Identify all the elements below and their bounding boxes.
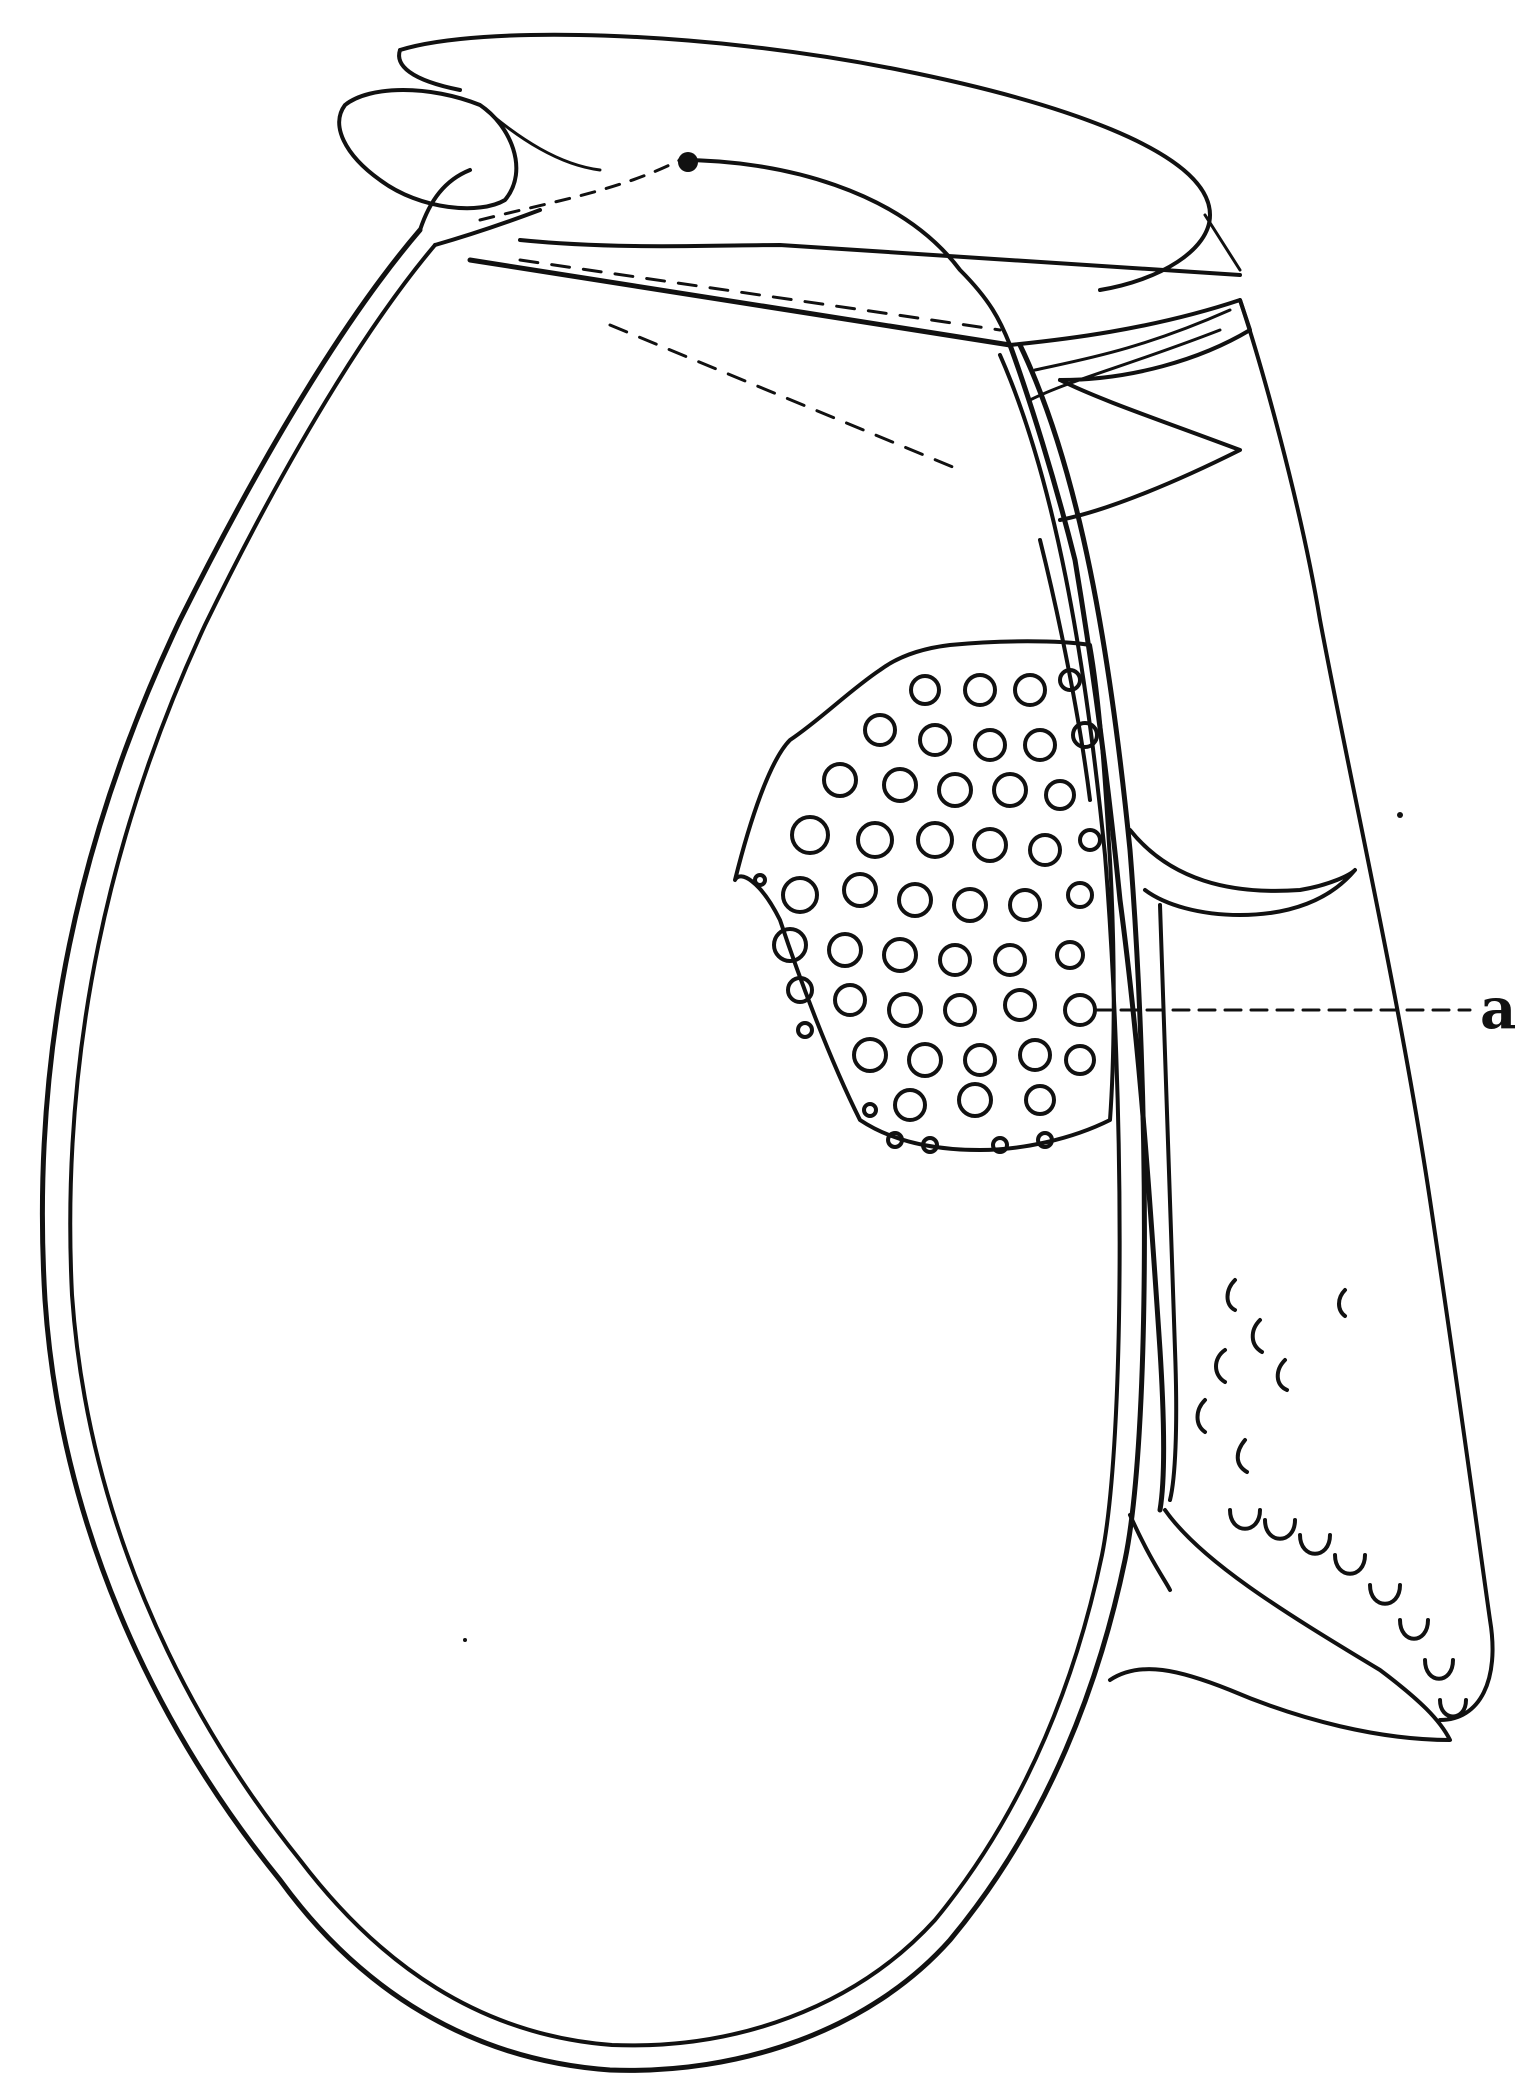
pore-circle	[965, 675, 995, 705]
pore-circle	[783, 878, 817, 912]
pore-circle	[959, 1084, 991, 1116]
pore-circle	[1010, 890, 1040, 920]
pore-circle	[995, 945, 1025, 975]
pore-circle	[994, 774, 1026, 806]
pore-circle	[884, 769, 916, 801]
pore-circle	[858, 823, 892, 857]
pore-circle	[920, 725, 950, 755]
left-cap-lobe	[339, 90, 600, 208]
speck	[463, 1638, 467, 1642]
pore-circles	[755, 670, 1100, 1152]
pore-circle	[954, 889, 986, 921]
pore-circle	[1073, 723, 1097, 747]
pore-circle	[1015, 675, 1045, 705]
pore-circle	[895, 1090, 925, 1120]
pore-circle	[844, 874, 876, 906]
pore-circle	[940, 945, 970, 975]
pore-circle	[1057, 942, 1083, 968]
rim-lines	[470, 152, 1240, 470]
pore-circle	[939, 774, 971, 806]
apical-cap	[399, 35, 1240, 290]
pore-circle	[835, 985, 865, 1015]
pore-circle	[755, 875, 765, 885]
pore-circle	[1046, 781, 1074, 809]
main-body	[42, 170, 1144, 2070]
pore-patch	[735, 641, 1114, 1150]
pore-circle	[854, 1039, 886, 1071]
pore-circle	[1068, 883, 1092, 907]
pore-circle	[889, 994, 921, 1026]
pore-circle	[1005, 990, 1035, 1020]
pore-circle	[974, 829, 1006, 861]
pore-circle	[1030, 835, 1060, 865]
pore-circle	[975, 730, 1005, 760]
pore-circle	[909, 1044, 941, 1076]
label-a: a	[1480, 976, 1516, 1042]
pore-circle	[829, 934, 861, 966]
fringe-region	[1110, 1280, 1466, 1740]
flange-spine	[1130, 830, 1355, 915]
pore-circle	[918, 823, 952, 857]
flange-inner-wall	[1010, 345, 1176, 1510]
pore-circle	[884, 939, 916, 971]
pore-circle	[945, 995, 975, 1025]
pore-circle	[824, 764, 856, 796]
speck	[1397, 812, 1403, 818]
pore-circle	[865, 715, 895, 745]
pore-circle	[965, 1045, 995, 1075]
pore-circle	[1020, 1040, 1050, 1070]
pore-circle	[899, 884, 931, 916]
pore-circle	[1066, 1046, 1094, 1074]
pore-circle	[1065, 995, 1095, 1025]
pore-circle	[864, 1104, 876, 1116]
pore-circle	[792, 817, 828, 853]
pore-circle	[1025, 730, 1055, 760]
pore-circle	[911, 676, 939, 704]
pore-circle	[798, 1023, 812, 1037]
pore-circle	[1026, 1086, 1054, 1114]
pore-circle	[1080, 830, 1100, 850]
